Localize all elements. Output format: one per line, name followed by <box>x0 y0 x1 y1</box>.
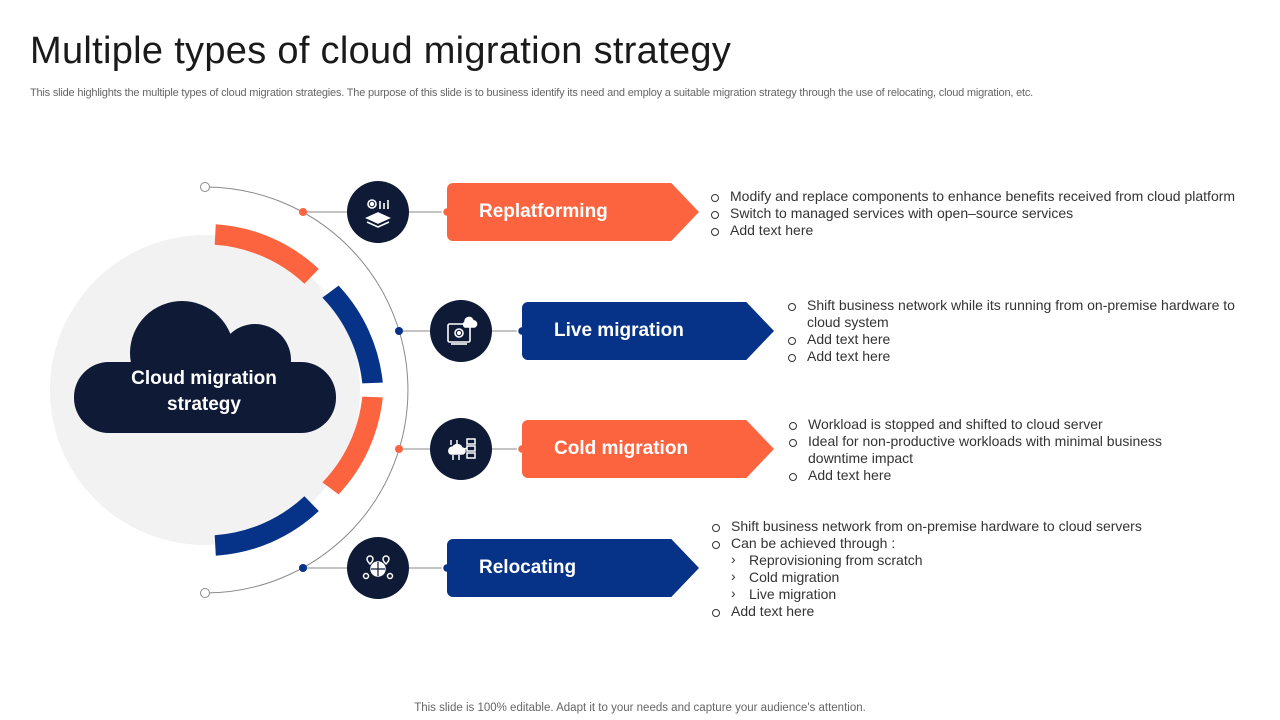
cloud-gear-monitor-icon <box>430 300 492 362</box>
bullet-item: Add text here <box>710 222 1265 239</box>
sub-bullet-item: Live migration <box>711 585 1231 603</box>
banner-cold-migration: Cold migration <box>522 420 774 478</box>
connector-dot-arc-3 <box>395 445 403 453</box>
arc-segment-cold-migration <box>322 396 383 495</box>
bullet-item: Add text here <box>787 348 1237 365</box>
bullets-cold-migration: Workload is stopped and shifted to cloud… <box>788 416 1188 484</box>
footer-note: This slide is 100% editable. Adapt it to… <box>414 702 866 714</box>
gear-layers-icon <box>347 181 409 243</box>
bullet-item: Add text here <box>711 603 1231 620</box>
bullet-item: Add text here <box>788 467 1188 484</box>
bullet-item: Add text here <box>787 331 1237 348</box>
connector-dot-arc-4 <box>299 564 307 572</box>
bullet-item: Modify and replace components to enhance… <box>710 188 1265 205</box>
sub-bullet-item: Reprovisioning from scratch <box>711 551 1231 569</box>
arc-segment-replatforming <box>214 224 319 284</box>
center-label-line1: Cloud migration <box>131 368 277 389</box>
banner-replatforming: Replatforming <box>447 183 699 241</box>
page-title: Multiple types of cloud migration strate… <box>30 30 732 72</box>
connector-dot-arc-2 <box>395 327 403 335</box>
cloud-shape <box>74 301 336 433</box>
banner-relocating: Relocating <box>447 539 699 597</box>
bullet-item: Shift business network while its running… <box>787 297 1237 331</box>
cloud-server-network-icon <box>430 418 492 480</box>
globe-location-icon <box>347 537 409 599</box>
arc-segment-relocating <box>214 496 319 556</box>
connector-dot-arc-1 <box>299 208 307 216</box>
bullets-relocating: Shift business network from on-premise h… <box>711 518 1231 620</box>
banner-live-migration: Live migration <box>522 302 774 360</box>
arc-end-bottom <box>200 588 210 598</box>
center-label-line2: strategy <box>167 394 241 415</box>
arc-segment-live-migration <box>322 285 383 384</box>
sub-bullet-item: Cold migration <box>711 568 1231 586</box>
bullet-item: Can be achieved through : <box>711 535 1231 552</box>
bullets-replatforming: Modify and replace components to enhance… <box>710 188 1265 239</box>
page-subtitle: This slide highlights the multiple types… <box>30 87 1034 99</box>
bullet-item: Shift business network from on-premise h… <box>711 518 1231 535</box>
bullet-item: Ideal for non-productive workloads with … <box>788 433 1188 467</box>
arc-end-top <box>200 182 210 192</box>
bullet-item: Switch to managed services with open–sou… <box>710 205 1265 222</box>
bullet-item: Workload is stopped and shifted to cloud… <box>788 416 1188 433</box>
center-label: Cloud migration strategy <box>84 366 324 418</box>
bullets-live-migration: Shift business network while its running… <box>787 297 1237 365</box>
